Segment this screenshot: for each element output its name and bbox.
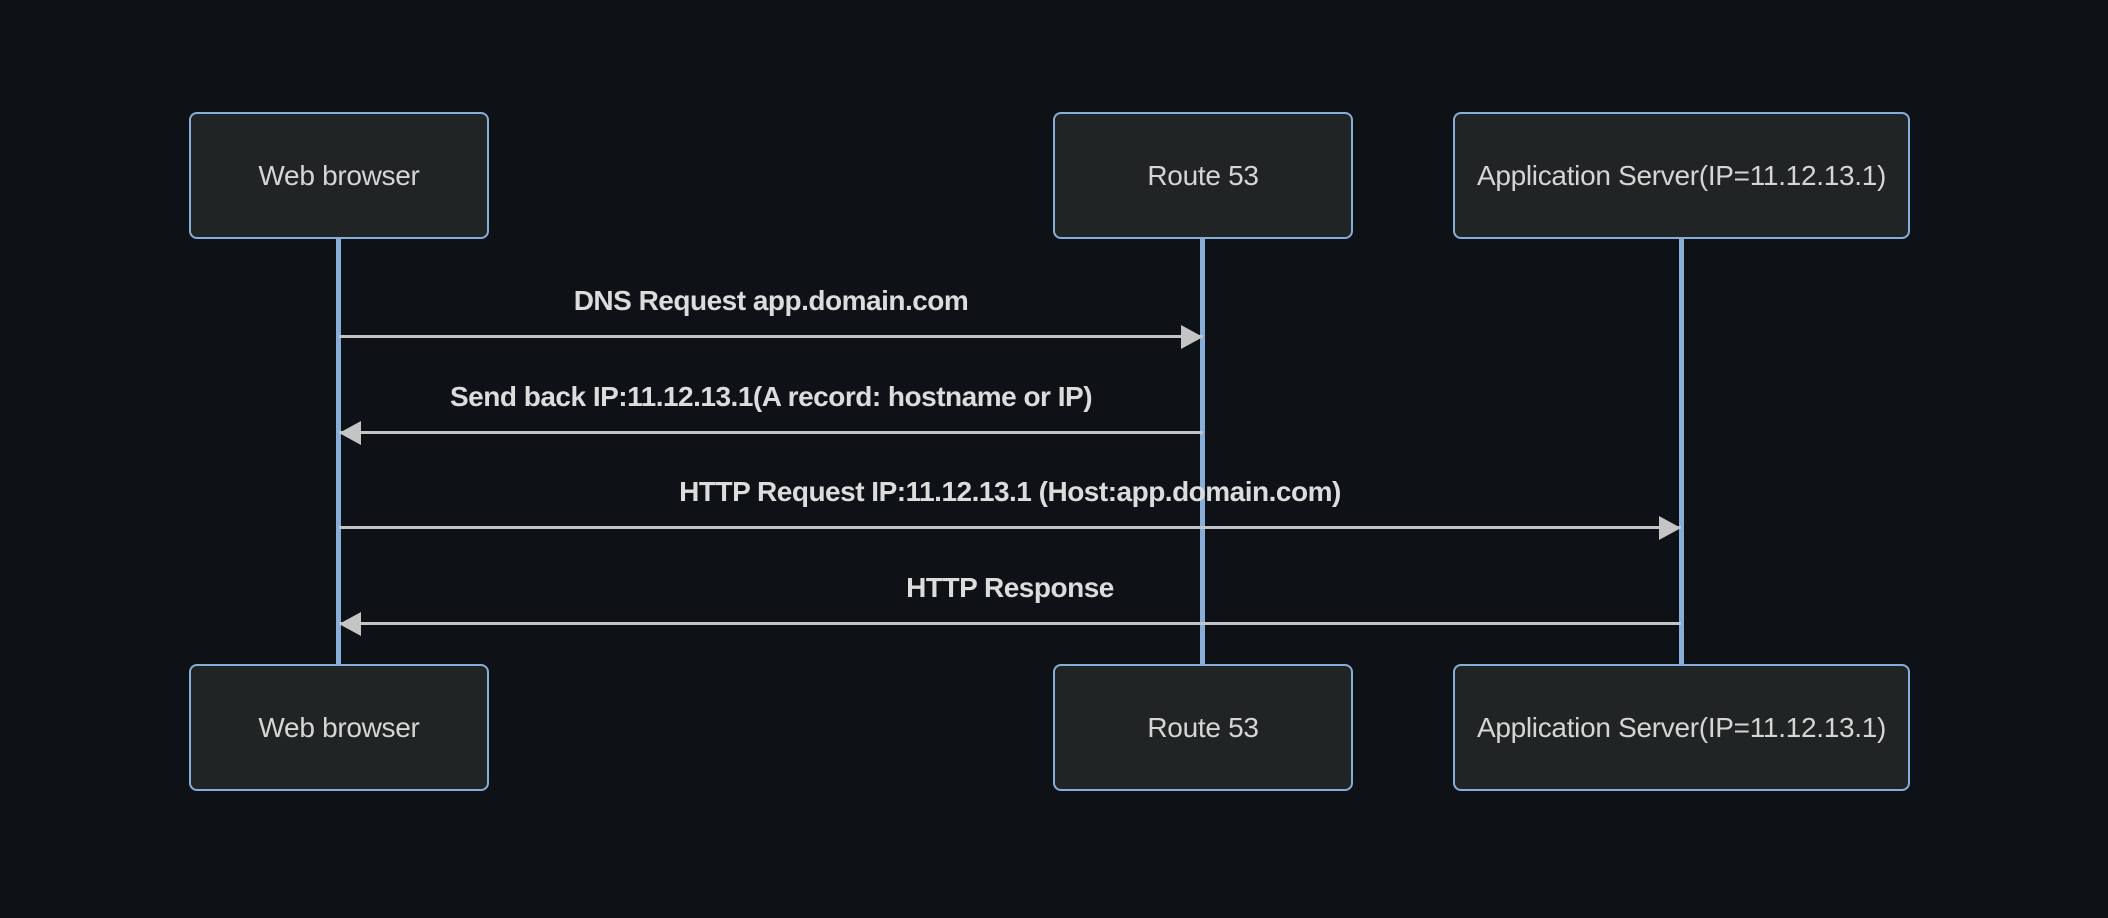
actor-route-53-top: Route 53 [1053, 112, 1353, 239]
lifeline-route-53 [1200, 238, 1205, 665]
actor-label: Web browser [258, 159, 420, 191]
message-label: Send back IP:11.12.13.1(A record: hostna… [449, 381, 1093, 412]
message-dns-response: Send back IP:11.12.13.1(A record: hostna… [339, 379, 1203, 445]
arrowhead-left-icon [339, 612, 361, 636]
message-http-response: HTTP Response [339, 570, 1681, 636]
arrowhead-right-icon [1659, 516, 1681, 540]
message-arrow-left [339, 421, 1203, 445]
actor-application-server-top: Application Server(IP=11.12.13.1) [1453, 112, 1910, 239]
actor-route-53-bottom: Route 53 [1053, 664, 1353, 791]
actor-label: Web browser [258, 711, 420, 743]
lifeline-application-server [1679, 238, 1684, 665]
lifeline-web-browser [336, 238, 341, 665]
actor-label: Application Server(IP=11.12.13.1) [1476, 159, 1887, 191]
message-label: HTTP Request IP:11.12.13.1 (Host:app.dom… [679, 476, 1341, 507]
actor-web-browser-bottom: Web browser [189, 664, 489, 791]
actor-web-browser-top: Web browser [189, 112, 489, 239]
actor-label: Route 53 [1147, 711, 1259, 743]
message-http-request: HTTP Request IP:11.12.13.1 (Host:app.dom… [339, 474, 1681, 540]
message-arrow-right [339, 325, 1203, 349]
actor-label: Route 53 [1147, 159, 1259, 191]
message-arrow-right [339, 516, 1681, 540]
actor-label: Application Server(IP=11.12.13.1) [1476, 711, 1887, 743]
arrowhead-left-icon [339, 421, 361, 445]
message-arrow-left [339, 612, 1681, 636]
arrowhead-right-icon [1181, 325, 1203, 349]
message-label: DNS Request app.domain.com [573, 285, 969, 316]
message-dns-request: DNS Request app.domain.com [339, 283, 1203, 349]
actor-application-server-bottom: Application Server(IP=11.12.13.1) [1453, 664, 1910, 791]
message-label: HTTP Response [906, 572, 1114, 603]
